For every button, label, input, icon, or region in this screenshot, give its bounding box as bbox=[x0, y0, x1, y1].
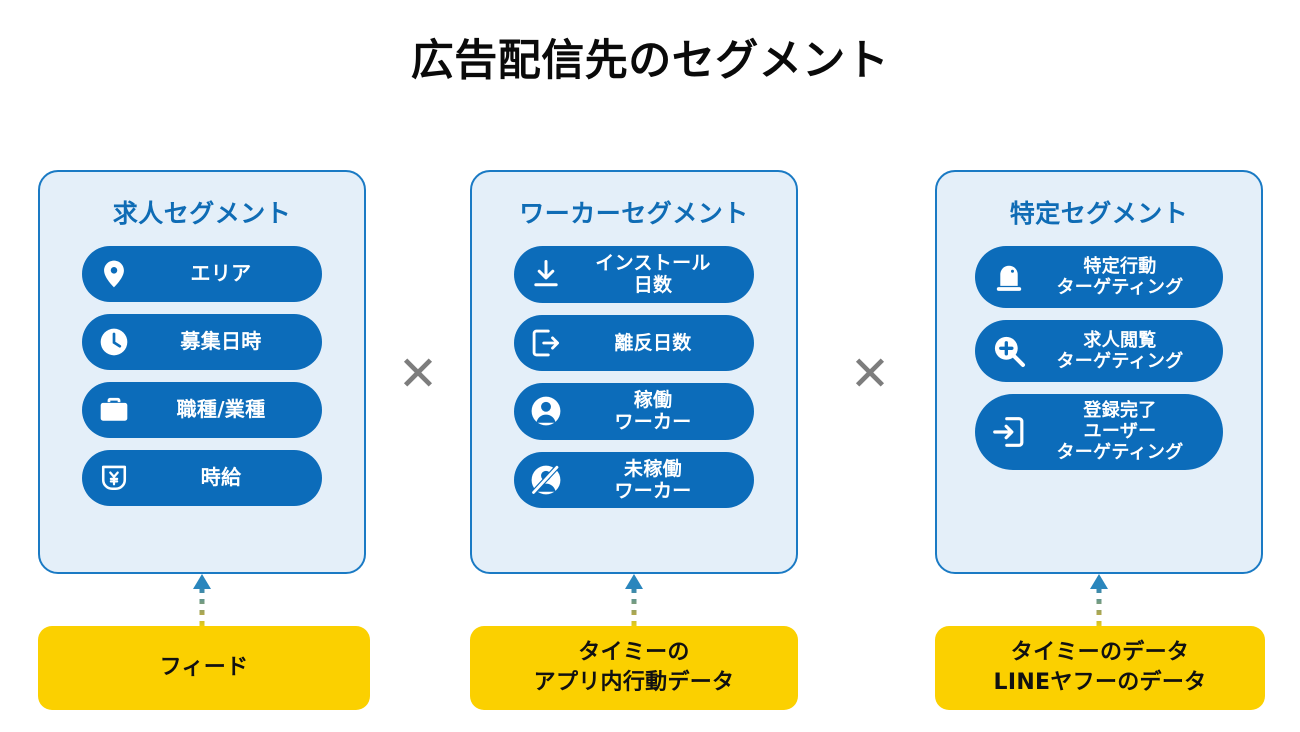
segment-card-title: ワーカーセグメント bbox=[519, 199, 749, 228]
arrow-head-icon bbox=[625, 574, 643, 589]
segment-card-worker: ワーカーセグメント インストール 日数 離反日数 bbox=[470, 170, 798, 574]
tap-gesture-icon bbox=[987, 255, 1031, 299]
page-title: 広告配信先のセグメント bbox=[410, 36, 890, 86]
segment-pill-label: 求人閲覧 ターゲティング bbox=[1056, 329, 1184, 372]
segment-column-worker: ワーカーセグメント インストール 日数 離反日数 bbox=[470, 170, 798, 710]
segment-card-title: 求人セグメント bbox=[112, 199, 292, 228]
segment-pill-list: エリア 募集日時 職種/業種 bbox=[62, 246, 342, 506]
segment-pill-label: 離反日数 bbox=[614, 331, 692, 354]
source-arrow-specific bbox=[935, 574, 1263, 626]
segment-pill-wage[interactable]: 時給 bbox=[82, 450, 322, 506]
segment-pill-registered-user-targeting[interactable]: 登録完了 ユーザー ターゲティング bbox=[975, 394, 1223, 470]
arrow-dotted-line bbox=[1096, 588, 1102, 626]
source-arrow-worker bbox=[470, 574, 798, 626]
arrow-head-icon bbox=[193, 574, 211, 589]
source-box-timee-lineyahoo: タイミーのデータ LINEヤフーのデータ bbox=[935, 626, 1265, 710]
location-pin-icon bbox=[94, 254, 134, 294]
segment-pill-label: 登録完了 ユーザー ターゲティング bbox=[1056, 400, 1184, 464]
segment-pill-label: インストール 日数 bbox=[595, 252, 711, 297]
clock-icon bbox=[94, 322, 134, 362]
multiply-icon-1: ✕ bbox=[397, 346, 439, 402]
segment-pill-inactive-worker[interactable]: 未稼働 ワーカー bbox=[514, 451, 754, 509]
arrow-dotted-line bbox=[199, 588, 205, 626]
logout-icon bbox=[526, 323, 566, 363]
segment-pill-datetime[interactable]: 募集日時 bbox=[82, 314, 322, 370]
segment-pill-label: 未稼働 ワーカー bbox=[614, 457, 692, 503]
segment-pill-jobtype[interactable]: 職種/業種 bbox=[82, 382, 322, 438]
segment-pill-label: 稼働 ワーカー bbox=[614, 388, 692, 434]
segment-pill-list: インストール 日数 離反日数 bbox=[494, 246, 774, 509]
segment-pill-behavior-targeting[interactable]: 特定行動 ターゲティング bbox=[975, 246, 1223, 308]
segment-card-job: 求人セグメント エリア 募集日時 bbox=[38, 170, 366, 574]
segment-pill-install-days[interactable]: インストール 日数 bbox=[514, 246, 754, 303]
person-icon bbox=[526, 391, 566, 431]
segment-pill-label: 募集日時 bbox=[180, 329, 262, 354]
segment-pill-label: 時給 bbox=[200, 465, 242, 490]
multiply-icon-2: ✕ bbox=[849, 346, 891, 402]
segment-column-job: 求人セグメント エリア 募集日時 bbox=[38, 170, 370, 710]
segment-pill-churn-days[interactable]: 離反日数 bbox=[514, 314, 754, 371]
briefcase-icon bbox=[94, 390, 134, 430]
segment-card-specific: 特定セグメント 特定行動 ターゲティング bbox=[935, 170, 1263, 574]
segment-pill-label: 職種/業種 bbox=[176, 397, 266, 422]
arrow-dotted-line bbox=[631, 588, 637, 626]
source-arrow-job bbox=[38, 574, 366, 626]
download-icon bbox=[526, 254, 566, 294]
segment-pill-job-view-targeting[interactable]: 求人閲覧 ターゲティング bbox=[975, 320, 1223, 382]
person-off-icon bbox=[526, 460, 566, 500]
yen-wallet-icon bbox=[94, 458, 134, 498]
segment-pill-label: エリア bbox=[190, 261, 252, 286]
magnifier-plus-icon bbox=[987, 329, 1031, 373]
segment-card-title: 特定セグメント bbox=[1009, 199, 1189, 228]
segment-column-specific: 特定セグメント 特定行動 ターゲティング bbox=[935, 170, 1265, 710]
segment-pill-list: 特定行動 ターゲティング 求人閲覧 ターゲティング bbox=[959, 246, 1239, 470]
segment-pill-active-worker[interactable]: 稼働 ワーカー bbox=[514, 382, 754, 440]
source-box-app-behavior: タイミーの アプリ内行動データ bbox=[470, 626, 798, 710]
login-arrow-icon bbox=[987, 410, 1031, 454]
segment-pill-label: 特定行動 ターゲティング bbox=[1056, 255, 1184, 298]
arrow-head-icon bbox=[1090, 574, 1108, 589]
segment-pill-area[interactable]: エリア bbox=[82, 246, 322, 302]
source-box-feed: フィード bbox=[38, 626, 370, 710]
